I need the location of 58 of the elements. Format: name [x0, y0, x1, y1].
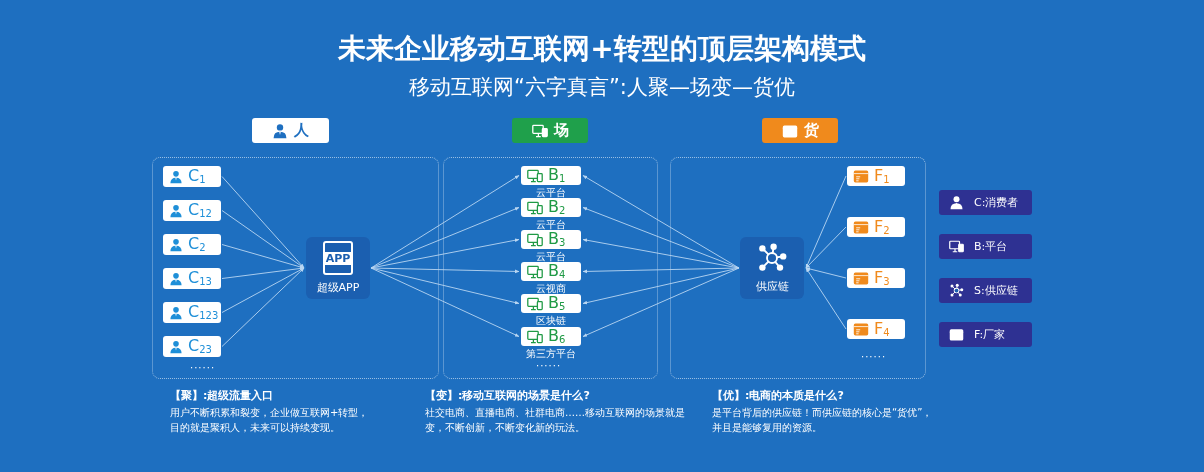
header-text: 货	[803, 121, 819, 140]
node-label: C$_{13}$	[188, 270, 212, 287]
legend-text: S:供应链	[974, 283, 1018, 298]
section-heading: 【优】:电商的本质是什么?	[712, 388, 844, 404]
node-label: 区块链	[535, 314, 567, 328]
node-label: 第三方平台	[525, 347, 577, 361]
ellipsis: ······	[190, 361, 216, 375]
label-box	[847, 268, 905, 288]
header-text: 场	[553, 121, 569, 140]
description: 是平台背后的供应链！而供应链的核心是“货优”，并且是能够复用的资源。	[712, 406, 934, 435]
label-box	[163, 166, 221, 187]
node-label: F$_{2}$	[874, 218, 890, 236]
label-box	[847, 319, 905, 339]
node-label: B$_{2}$	[548, 199, 566, 216]
label-box	[163, 200, 221, 221]
label-box	[163, 268, 221, 289]
description: 社交电商、直播电商、社群电商……移动互联网的场景就是变，不断创新，不断变化新的玩法。	[425, 406, 686, 435]
legend-text: C:消费者	[974, 195, 1019, 210]
icon-text: APP	[323, 251, 353, 265]
node-label: B$_{6}$	[548, 328, 566, 345]
description: 用户不断积累和裂变，企业做互联网+转型，目的就是聚积人，未来可以持续变现。	[170, 406, 370, 435]
node-label: 云平台	[535, 250, 567, 264]
section-heading: 【变】:移动互联网的场景是什么?	[425, 388, 590, 404]
node-label: C$_{123}$	[188, 304, 219, 321]
node-label: C$_{1}$	[188, 168, 206, 185]
node-label: C$_{23}$	[188, 338, 212, 355]
hub-box	[740, 237, 804, 299]
subtitle: 移动互联网“六字真言”:人聚—场变—货优	[408, 74, 796, 101]
node-label: C$_{12}$	[188, 202, 212, 219]
category-header	[512, 118, 588, 143]
legend-text: B:平台	[974, 239, 1008, 254]
label-box	[847, 217, 905, 237]
hub-label: 供应链	[755, 279, 789, 294]
label-box	[847, 166, 905, 186]
node-label: F$_{4}$	[874, 320, 890, 338]
node-label: F$_{3}$	[874, 269, 890, 287]
node-label: B$_{1}$	[548, 167, 566, 184]
category-header	[762, 118, 838, 143]
header-text: 人	[294, 121, 309, 140]
legend-text: F:厂家	[974, 327, 1006, 342]
node-label: B$_{4}$	[548, 263, 566, 280]
label-box	[163, 302, 221, 323]
label-box	[163, 234, 221, 255]
node-label: F$_{1}$	[874, 167, 890, 185]
node-label: C$_{2}$	[188, 236, 206, 253]
hub-label: 超级APP	[316, 280, 360, 295]
title: 未来企业移动互联网+转型的顶层架构模式	[337, 31, 867, 67]
label-box	[163, 336, 221, 357]
section-heading: 【聚】:超级流量入口	[170, 388, 274, 404]
ellipsis: ······	[536, 359, 562, 373]
node-label: 云视商	[535, 282, 567, 296]
hub-box	[306, 237, 370, 299]
node-label: B$_{5}$	[548, 295, 566, 312]
node-label: B$_{3}$	[548, 231, 566, 248]
node-label: 云平台	[535, 218, 567, 232]
ellipsis: ······	[861, 350, 887, 364]
node-label: 云平台	[535, 186, 567, 200]
category-header	[252, 118, 329, 143]
